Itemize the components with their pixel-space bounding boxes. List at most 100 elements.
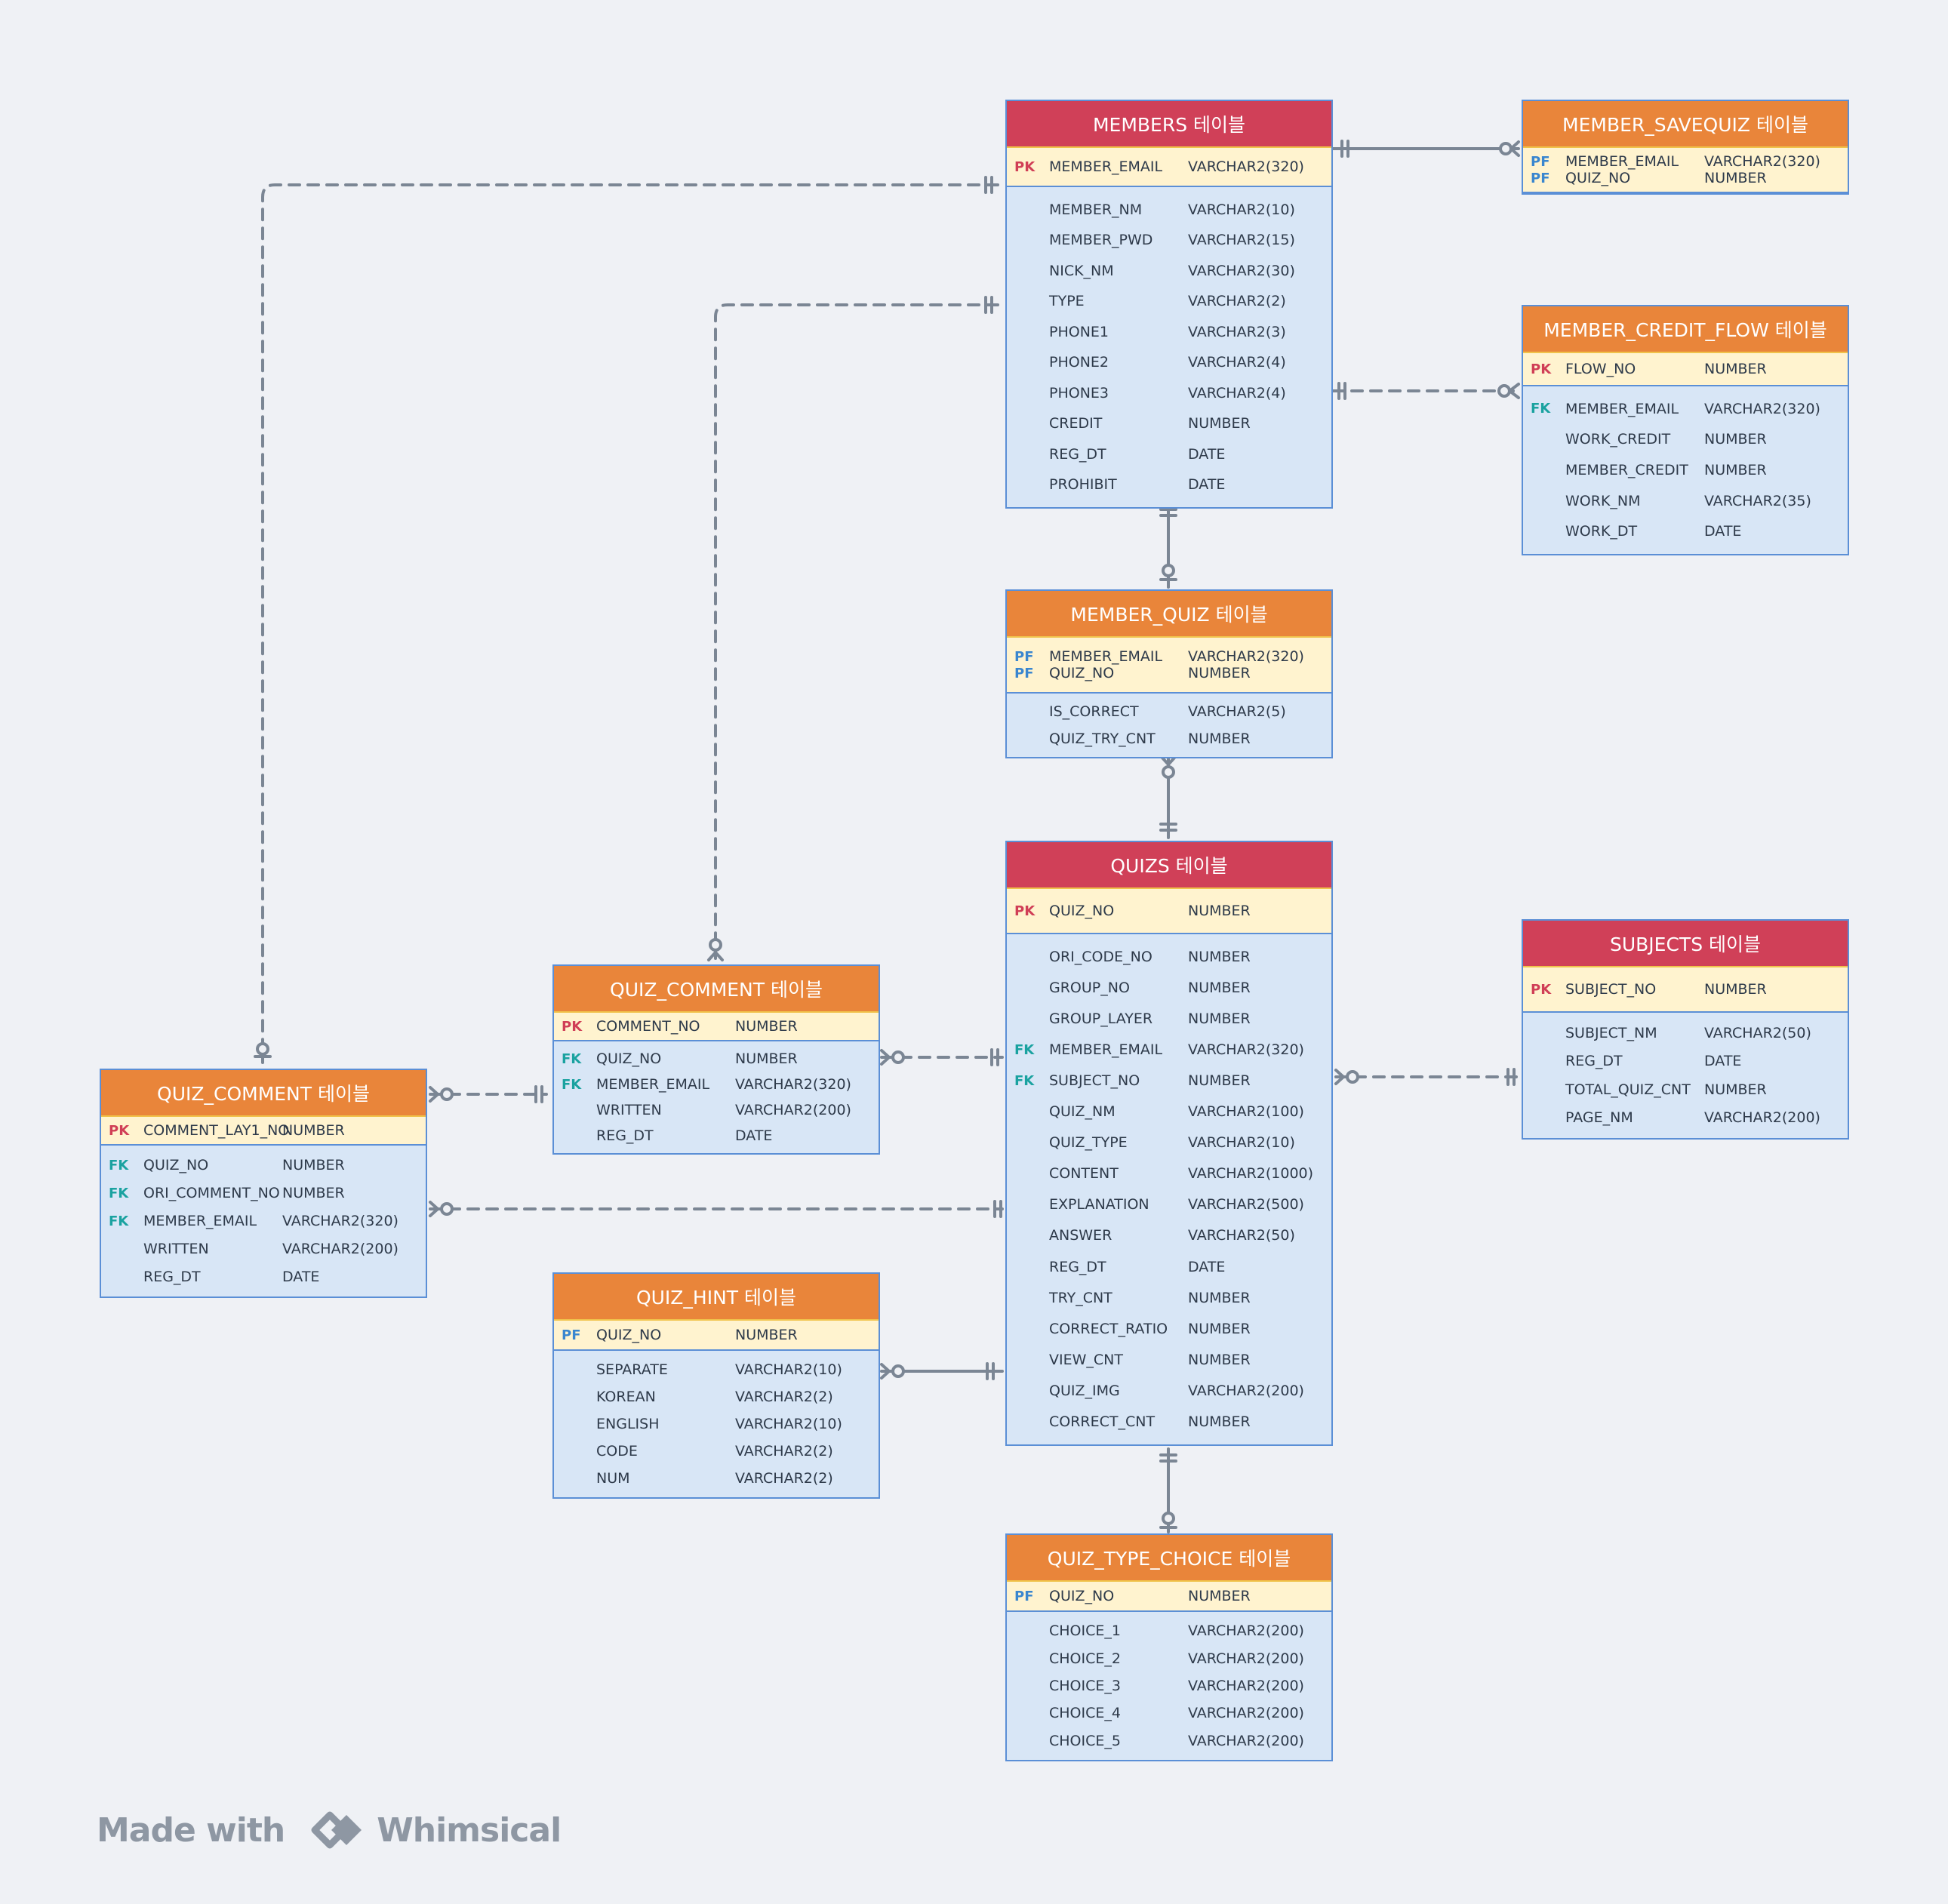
column-name: REG_DT	[596, 1127, 654, 1144]
rel-quizcommentlay1-quizs	[429, 1200, 1004, 1218]
column-type: VARCHAR2(50)	[1704, 1024, 1811, 1041]
made-with-label: Made with	[97, 1810, 285, 1850]
column-type: VARCHAR2(320)	[1188, 648, 1304, 665]
column-name: VIEW_CNT	[1049, 1351, 1123, 1368]
entity-title: MEMBER_SAVEQUIZ 테이블	[1523, 101, 1848, 146]
column-type: VARCHAR2(200)	[1188, 1677, 1304, 1694]
column-type: NUMBER	[1188, 415, 1251, 432]
key-badge-fk: FK	[562, 1050, 582, 1067]
entity-title: QUIZ_HINT 테이블	[554, 1274, 879, 1319]
column-type: NUMBER	[1188, 1320, 1251, 1337]
key-badge-pf: PF	[1014, 665, 1034, 681]
column-name: CHOICE_3	[1049, 1677, 1121, 1694]
column-type: VARCHAR2(10)	[1188, 201, 1295, 218]
key-badge-pk: PK	[1531, 981, 1552, 998]
column-row-choice-1: CHOICE_1 VARCHAR2(200)	[1014, 1623, 1331, 1639]
column-name: QUIZ_NO	[1049, 1588, 1115, 1604]
column-type: NUMBER	[1188, 1413, 1251, 1430]
column-type: NUMBER	[1188, 1588, 1251, 1604]
column-type: NUMBER	[1704, 170, 1767, 186]
column-type: VARCHAR2(10)	[735, 1416, 842, 1432]
column-name: ORI_COMMENT_NO	[143, 1185, 280, 1201]
column-name: REG_DT	[1565, 1053, 1623, 1070]
column-type: VARCHAR2(15)	[1188, 232, 1295, 249]
column-type: VARCHAR2(200)	[1188, 1623, 1304, 1640]
column-name: ENGLISH	[596, 1416, 660, 1432]
column-type: VARCHAR2(1000)	[1188, 1165, 1314, 1183]
column-type: VARCHAR2(320)	[1704, 400, 1820, 417]
column-name: MEMBER_PWD	[1049, 232, 1153, 249]
column-row-member-pwd: MEMBER_PWD VARCHAR2(15)	[1014, 232, 1331, 248]
entity-title: MEMBER_QUIZ 테이블	[1007, 591, 1331, 636]
column-name: CHOICE_2	[1049, 1650, 1121, 1667]
column-type: DATE	[282, 1269, 320, 1285]
column-row-correct-cnt: CORRECT_CNT NUMBER	[1014, 1413, 1331, 1430]
column-name: QUIZ_IMG	[1049, 1382, 1120, 1399]
column-name: CORRECT_CNT	[1049, 1413, 1156, 1430]
column-name: QUIZ_NM	[1049, 1103, 1116, 1121]
column-name: QUIZ_NO	[1565, 170, 1631, 186]
column-type: VARCHAR2(200)	[1704, 1109, 1820, 1127]
column-name: REG_DT	[1049, 445, 1106, 463]
column-name: MEMBER_CREDIT	[1565, 461, 1688, 478]
column-name: GROUP_NO	[1049, 980, 1130, 997]
column-type: VARCHAR2(10)	[735, 1361, 842, 1378]
column-row-credit: CREDIT NUMBER	[1014, 415, 1331, 432]
key-badge-fk: FK	[562, 1076, 582, 1093]
column-name: QUIZ_NO	[1049, 903, 1115, 919]
column-type: NUMBER	[282, 1185, 345, 1201]
column-type: VARCHAR2(2)	[735, 1389, 833, 1405]
rel-quizhint-quizs	[880, 1362, 1004, 1380]
column-name: CREDIT	[1049, 415, 1103, 432]
column-name: WORK_NM	[1565, 492, 1641, 509]
column-name: CHOICE_1	[1049, 1623, 1121, 1640]
column-type: VARCHAR2(10)	[1188, 1134, 1295, 1152]
column-type: NUMBER	[735, 1018, 798, 1035]
column-name: MEMBER_EMAIL	[1049, 648, 1163, 665]
column-type: DATE	[1188, 1258, 1226, 1275]
rel-members-creditflow	[1331, 382, 1520, 400]
column-type: VARCHAR2(200)	[735, 1102, 851, 1118]
column-name: CONTENT	[1049, 1165, 1119, 1183]
column-name: MEMBER_EMAIL	[596, 1076, 710, 1093]
column-name: PHONE3	[1049, 384, 1109, 401]
column-row-english: ENGLISH VARCHAR2(10)	[562, 1416, 879, 1432]
column-name: PHONE2	[1049, 354, 1109, 371]
column-name: NICK_NM	[1049, 262, 1114, 279]
column-name: EXPLANATION	[1049, 1196, 1149, 1213]
entity-member-quiz[interactable]: MEMBER_QUIZ 테이블 PF MEMBER_EMAIL VARCHAR2(32…	[1005, 589, 1333, 758]
